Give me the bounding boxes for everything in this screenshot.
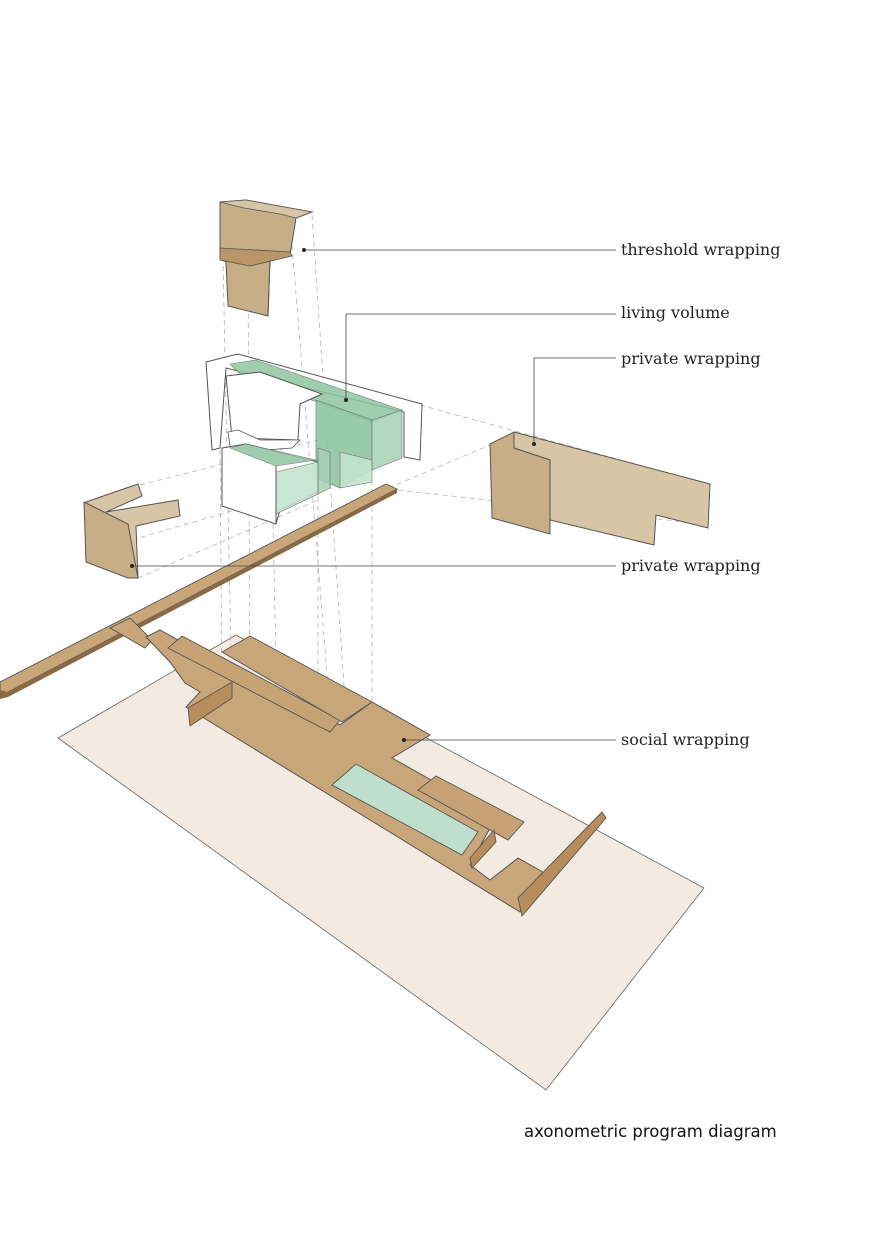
diagram-caption: axonometric program diagram: [524, 1122, 777, 1141]
social-wrapping-arm: [0, 483, 399, 699]
living-volume: [205, 353, 423, 525]
label-private-wrapping-right: private wrapping: [621, 349, 761, 368]
ground-plane: [57, 634, 705, 1091]
leader-dots: [130, 248, 536, 742]
private-wrapping-left: [83, 483, 181, 579]
threshold-wrapping: [219, 199, 314, 317]
social-wrapping-platform: [109, 617, 607, 917]
leader-private-right: [533, 357, 616, 444]
label-threshold-wrapping: threshold wrapping: [621, 240, 780, 259]
leader-living: [345, 313, 616, 400]
pool: [331, 763, 479, 856]
label-private-wrapping-left: private wrapping: [621, 556, 761, 575]
private-wrapping-right: [489, 431, 711, 546]
leader-lines: [132, 249, 616, 741]
label-social-wrapping: social wrapping: [621, 730, 750, 749]
label-living-volume: living volume: [621, 303, 730, 322]
